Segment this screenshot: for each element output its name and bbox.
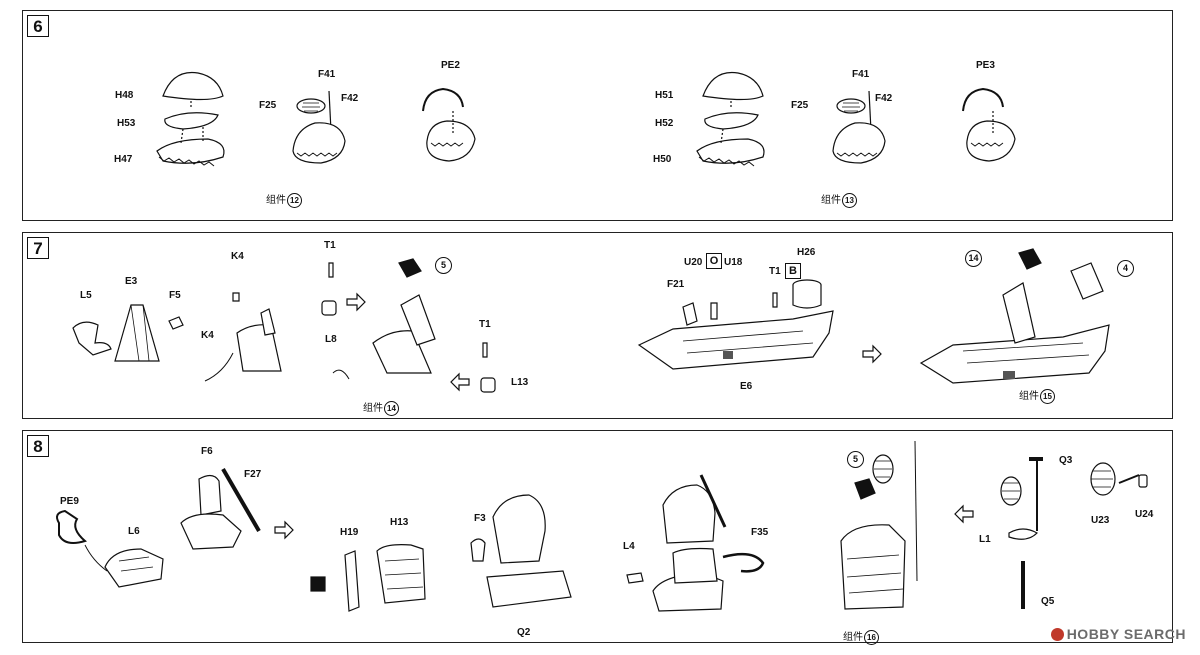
part-label: U18 xyxy=(724,257,743,268)
part-label: F3 xyxy=(474,513,486,524)
part-label: H53 xyxy=(117,118,136,129)
part-label: H51 xyxy=(655,90,674,101)
hobby-search-logo-icon xyxy=(1050,628,1064,641)
part-label: L13 xyxy=(511,377,529,388)
step-7-illustration xyxy=(72,248,1110,393)
part-label: E3 xyxy=(125,276,138,287)
step-reference-bubble: 14 xyxy=(965,250,982,267)
part-label: E6 xyxy=(740,381,753,392)
step-number: 8 xyxy=(27,435,49,457)
part-label: L8 xyxy=(325,334,337,345)
paint-code-box: B xyxy=(785,263,801,279)
part-label: H47 xyxy=(114,154,133,165)
part-label: T1 xyxy=(324,240,336,251)
paint-code-box: O xyxy=(706,253,722,269)
part-label: H13 xyxy=(390,517,409,528)
step-6-panel: 6 H48 H53 H47 xyxy=(22,10,1173,221)
part-label: U23 xyxy=(1091,515,1110,526)
part-label: PE3 xyxy=(976,60,995,71)
part-label: F41 xyxy=(852,69,870,80)
part-label: H48 xyxy=(115,90,134,101)
part-label: H19 xyxy=(340,527,359,538)
part-label: F25 xyxy=(791,100,809,111)
part-label: F6 xyxy=(201,446,213,457)
part-label: L6 xyxy=(128,526,140,537)
step-reference-bubble: 5 xyxy=(847,451,864,468)
part-label: Q2 xyxy=(517,627,531,638)
part-label: Q5 xyxy=(1041,596,1055,607)
part-label: T1 xyxy=(769,266,781,277)
step-number: 7 xyxy=(27,237,49,259)
part-label: F41 xyxy=(318,69,336,80)
part-label: H52 xyxy=(655,118,674,129)
part-label: F35 xyxy=(751,527,769,538)
part-label: PE9 xyxy=(60,496,79,507)
part-label: L1 xyxy=(979,534,991,545)
step-reference-bubble: 5 xyxy=(435,257,452,274)
step-7-panel: 7 xyxy=(22,232,1173,419)
step-reference-bubble: 4 xyxy=(1117,260,1134,277)
part-label: PE2 xyxy=(441,60,460,71)
part-label: H50 xyxy=(653,154,672,165)
part-label: K4 xyxy=(201,330,214,341)
part-label: L4 xyxy=(623,541,635,552)
step-number: 6 xyxy=(27,15,49,37)
part-label: F5 xyxy=(169,290,181,301)
step-8-panel: 8 xyxy=(22,430,1173,645)
part-label: Q3 xyxy=(1059,455,1073,466)
step-6-illustration xyxy=(156,71,1016,167)
part-label: F42 xyxy=(875,93,893,104)
part-label: K4 xyxy=(231,251,244,262)
part-label: T1 xyxy=(479,319,491,330)
part-label: H26 xyxy=(797,247,816,258)
part-label: F21 xyxy=(667,279,685,290)
part-label: U20 xyxy=(684,257,703,268)
part-label: F42 xyxy=(341,93,359,104)
part-label: F27 xyxy=(244,469,262,480)
part-label: F25 xyxy=(259,100,277,111)
watermark: HOBBY SEARCH xyxy=(1050,626,1186,642)
part-label: L5 xyxy=(80,290,92,301)
part-label: U24 xyxy=(1135,509,1154,520)
step-8-illustration xyxy=(56,440,1148,612)
